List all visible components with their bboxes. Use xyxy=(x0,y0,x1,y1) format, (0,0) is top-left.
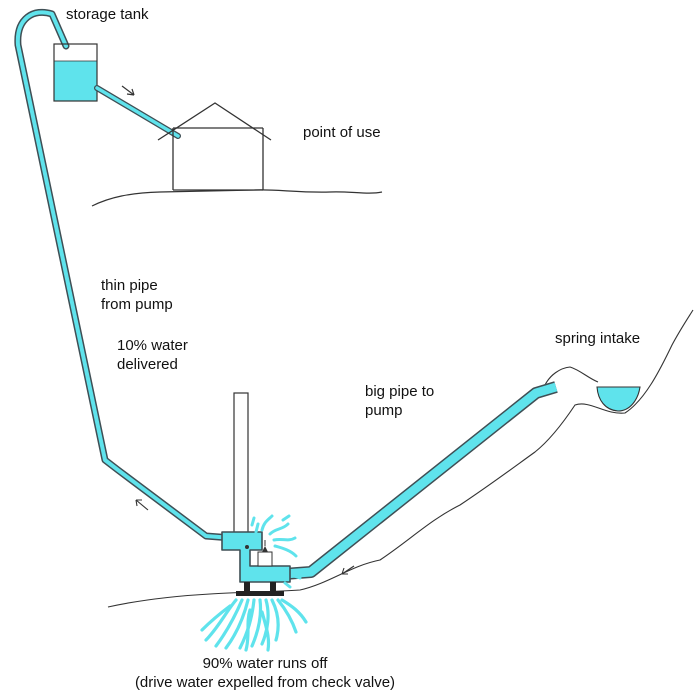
water-delivered-label-line2: delivered xyxy=(117,356,178,373)
water-delivered-label-line1: 10% water xyxy=(117,337,188,354)
runoff-label-line1: 90% water runs off xyxy=(202,655,328,672)
point-of-use-label: point of use xyxy=(303,124,381,141)
pump-base xyxy=(236,582,284,596)
house xyxy=(157,102,272,191)
flow-arrow-down-big-pipe xyxy=(341,565,355,575)
spring-intake-label: spring intake xyxy=(555,330,641,347)
runoff-label-line2: (drive water expelled from check valve) xyxy=(134,674,396,691)
air-chamber xyxy=(233,392,249,541)
storage-tank-label: storage tank xyxy=(66,6,149,23)
big-pipe-label-line1: big pipe to xyxy=(365,383,435,400)
thin-pipe-label-line2: from pump xyxy=(101,296,173,313)
big-pipe-label-line2: pump xyxy=(365,402,403,419)
check-valve-splash xyxy=(250,514,302,589)
spring-intake-pool xyxy=(596,386,641,412)
flow-arrow-to-house xyxy=(121,85,135,96)
storage-tank xyxy=(53,43,98,102)
flow-arrow-up-thin-pipe xyxy=(135,499,149,511)
spring-ledge xyxy=(544,366,599,386)
hillside-ground xyxy=(107,309,694,608)
thin-pipe-label-line1: thin pipe xyxy=(101,277,158,294)
runoff-water xyxy=(200,598,308,652)
house-ground xyxy=(91,189,383,207)
ram-pump xyxy=(221,531,291,583)
